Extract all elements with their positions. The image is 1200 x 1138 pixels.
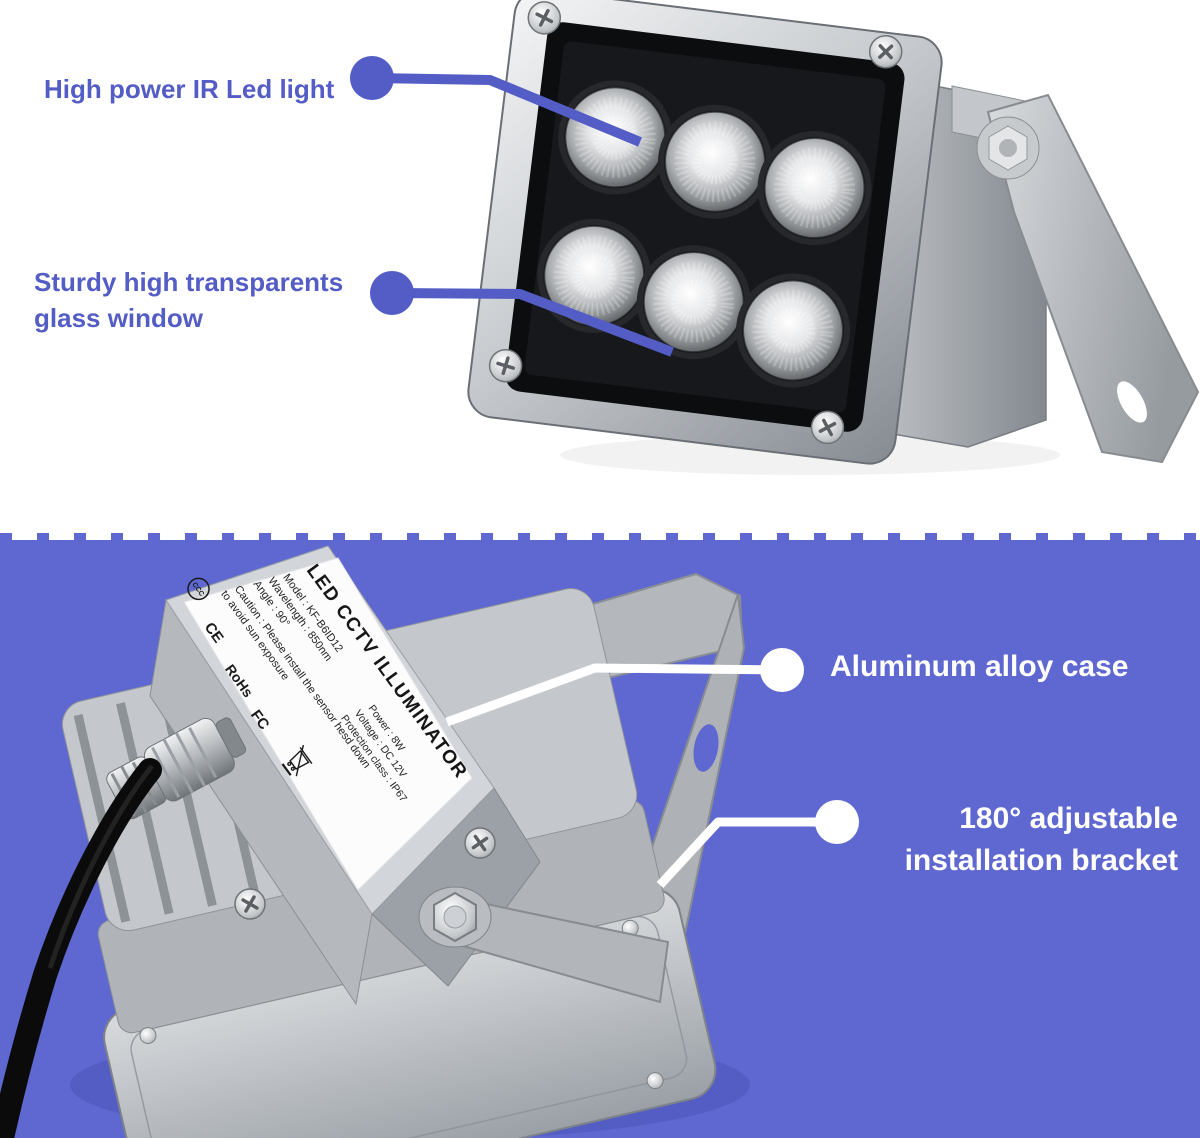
- bracket-hole: [693, 724, 719, 772]
- callout-line-ir-led: [371, 73, 642, 147]
- callout-dot-bracket: [815, 800, 859, 844]
- led-lens: [537, 218, 652, 333]
- phillips-screw-icon: [464, 827, 496, 859]
- hex-bolt-icon: [418, 886, 492, 948]
- led-lens: [558, 80, 673, 195]
- phillips-screw-icon: [488, 348, 523, 383]
- weee-icon: [281, 744, 313, 777]
- front-face: [467, 0, 943, 465]
- callout-dot-glass: [370, 271, 414, 315]
- callout-line-glass: [391, 288, 674, 357]
- spec-label: [183, 557, 473, 891]
- led-lens: [636, 245, 751, 360]
- led-lens: [736, 273, 851, 388]
- callout-dot-case: [760, 648, 804, 692]
- phillips-screw-icon: [868, 34, 903, 69]
- power-cable-highlight: [47, 764, 154, 969]
- corner-screws: [488, 1, 903, 445]
- top-photo-ir-illuminator: [467, 0, 1200, 475]
- led-lens: [757, 131, 872, 246]
- callout-dot-ir-led: [350, 56, 394, 100]
- bottom-photo-ir-illuminator: LED CCTV ILLUMINATOR Model : KF-B6ID12 W…: [0, 545, 750, 1138]
- led-lens: [658, 104, 773, 219]
- bracket-hole: [1117, 381, 1147, 423]
- callout-line-bracket: [656, 817, 837, 889]
- section-divider-perforation: [0, 533, 1200, 540]
- phillips-screw-icon: [527, 1, 562, 35]
- callout-line-case: [445, 663, 783, 727]
- pivot-bolt-icon: [976, 116, 1040, 180]
- callout-graphics: [350, 56, 859, 889]
- mounting-bracket-arm: [986, 93, 1200, 464]
- phillips-screw-icon: [234, 888, 266, 920]
- phillips-screw-icon: [810, 410, 845, 445]
- ir-led-array: [537, 80, 872, 388]
